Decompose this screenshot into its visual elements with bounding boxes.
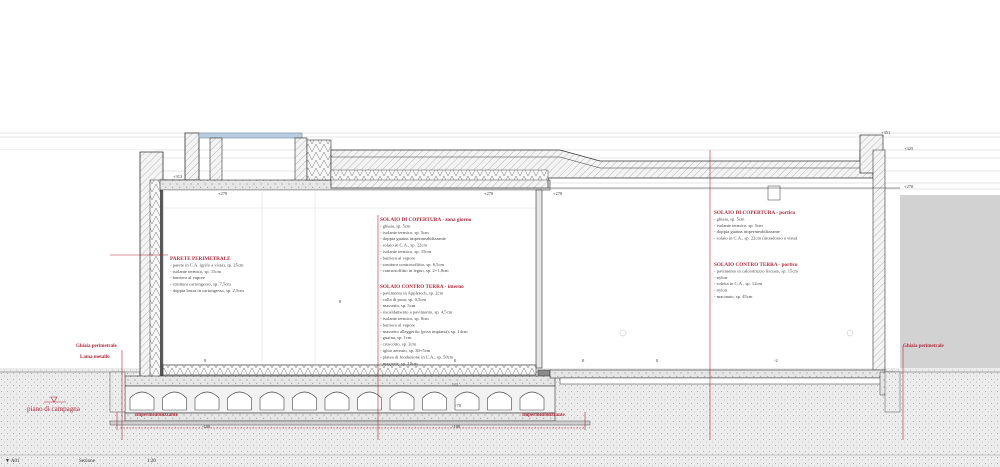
note-title: SOLAIO DI COPERTURA - portico	[714, 210, 795, 216]
note-line: - struttura controsoffitto, sp. 6,5cm	[380, 262, 445, 268]
label-imper-right: Impermeabilizzante	[522, 413, 566, 418]
note-line: - igloo aereato, sp. 30+5cm	[380, 348, 431, 354]
igloo-cell	[519, 391, 545, 411]
elev-floor-3: 0	[582, 358, 585, 363]
elev-floor-1: 0	[204, 358, 207, 363]
note-line: - soletta in C.A., sp. 12cm	[714, 281, 763, 287]
label-lama: Lama metallo	[80, 355, 110, 360]
note-line: - cruscotto, sp. 2cm	[380, 342, 417, 348]
section-marks	[110, 150, 904, 440]
elev-ceiling-far: +270	[904, 184, 914, 189]
note-line: - riscaldamento a pavimento, sp. 4,5cm	[380, 310, 453, 316]
note-line: - controsoffitto in legno, sp. 2+1,8cm	[380, 268, 449, 274]
note-line: - colla di posa, sp. 0,5cm	[380, 297, 426, 303]
label-ghiaia-right: Ghiaia perimetrale	[903, 344, 944, 349]
note-contro-terra-interno: SOLAIO CONTRO TERRA - interno- pavimento…	[380, 284, 468, 367]
neighbour-wall	[900, 195, 1000, 368]
markers	[619, 329, 854, 337]
footer-scale: 1:20	[147, 459, 156, 464]
note-line: - nylon	[714, 275, 728, 280]
elev-ceiling-mid: +270	[484, 191, 494, 196]
note-line: - solaio in C.A., sp. 22cm	[380, 243, 428, 249]
elev-found-mid: -100	[452, 424, 461, 429]
note-title: PARETE PERIMETRALE	[170, 256, 231, 262]
note-line: - guaina, sp. 1cm	[380, 335, 412, 341]
note-line: - macinato, sp. 45cm	[714, 294, 753, 300]
elev-slab-mid: -22	[452, 382, 458, 387]
note-line: - barriera al vapore	[380, 322, 415, 327]
label-imper-left: Impermeabilizzante	[135, 413, 179, 418]
elev-ceiling-right: +270	[553, 191, 563, 196]
note-line: - massetto alleggerito (posa impianti), …	[380, 329, 468, 335]
floor-slab	[109, 364, 896, 426]
footer: ▼ A01 Sezione 1:20	[0, 454, 1000, 464]
note-copertura-portico: SOLAIO DI COPERTURA - portico- ghiaia, s…	[714, 210, 798, 242]
note-line: - pavimento in calcestruzzo lisciato, sp…	[714, 268, 798, 274]
elev-floor-2: 0	[454, 358, 457, 363]
igloo-cell	[162, 391, 187, 411]
note-line: - struttura cartongesso, sp. 7,5cm	[170, 282, 231, 288]
note-title: SOLAIO CONTRO TERRA - interno	[380, 284, 464, 290]
elev-found-left: -100	[202, 424, 211, 429]
note-line: - isolante termico, sp. 15cm	[380, 249, 431, 255]
igloo-cell	[487, 391, 512, 411]
note-line: - nylon	[714, 288, 728, 293]
note-line: - platea di fondazione in C.A., sp. 50cm	[380, 354, 454, 360]
note-line: - massetto, sp. 5cm	[380, 303, 416, 309]
elev-igloo: -70	[455, 403, 462, 408]
elev-floor-5: -2	[774, 358, 778, 363]
elev-ceiling-left: +270	[218, 191, 228, 196]
elev-inner-upper: +313	[173, 174, 183, 179]
note-line: - magrone, sp. 10cm	[380, 361, 418, 367]
gravel	[109, 371, 901, 413]
note-line: - ghiaia, sp. 5cm	[380, 223, 411, 229]
label-ghiaia-left: Ghiaia perimetrale	[76, 344, 117, 349]
note-line: - parete in C.A. (grifo a vista), sp. 25…	[170, 262, 244, 268]
porch	[548, 149, 900, 371]
note-line: - ghiaia, sp. 5cm	[714, 216, 745, 222]
note-copertura-giorno: SOLAIO DI COPERTURA - zona giorno- ghiai…	[380, 217, 472, 274]
elev-mid-marker: 0	[339, 299, 342, 304]
note-contro-terra-portico: SOLAIO CONTRO TERRA - portico- pavimento…	[714, 262, 798, 300]
elev-right-upper: +325	[904, 146, 914, 151]
elevations: +351 +325 +313 +270 +270 +270 +270 0 0 0…	[173, 130, 914, 429]
note-line: - isolante termico, sp. 5cm	[380, 230, 429, 236]
footer-name: Sezione	[79, 459, 96, 464]
label-piano-campagna: piano di campagna	[27, 405, 81, 413]
igloo-cell	[324, 391, 350, 411]
note-line: - isolante termico, sp. 5cm	[714, 223, 763, 229]
igloo-cell	[227, 391, 252, 411]
igloo-cell	[129, 391, 155, 411]
note-line: - barriera al vapore	[380, 255, 415, 260]
note-line: - doppia guaina impermeabilizzante	[714, 229, 780, 234]
note-line: - isolante termico, sp. 15cm	[170, 269, 221, 275]
igloo-cell	[357, 391, 382, 411]
note-line: - doppia lastra in cartongesso, sp. 2,5c…	[170, 288, 244, 294]
elev-top-right: +351	[881, 130, 890, 135]
igloo-cell	[292, 391, 317, 411]
elev-floor-4: 0	[656, 358, 659, 363]
igloo-cell	[454, 391, 480, 411]
igloo-row	[129, 391, 545, 411]
igloo-cell	[259, 391, 285, 411]
igloo-cell	[422, 391, 447, 411]
note-title: SOLAIO DI COPERTURA - zona giorno	[380, 217, 472, 223]
note-line: - isolante termico, sp. 8cm	[380, 316, 429, 322]
note-line: - barriera al vapore	[170, 275, 205, 280]
note-line: - pavimento in Appletech, sp. 2cm	[380, 290, 444, 296]
note-line: - solaio in C.A., sp. 22cm (intradosso a…	[714, 236, 798, 242]
igloo-cell	[194, 391, 220, 411]
campagna-marker	[44, 396, 66, 403]
interior	[162, 189, 551, 389]
note-parete: PARETE PERIMETRALE- parete in C.A. (grif…	[170, 256, 244, 294]
igloo-cell	[389, 391, 415, 411]
footer-mark: ▼ A01	[5, 459, 20, 464]
roof-living	[159, 132, 884, 201]
note-line: - doppia guaina impermeabilizzante	[380, 236, 446, 241]
note-title: SOLAIO CONTRO TERRA - portico	[714, 262, 798, 268]
